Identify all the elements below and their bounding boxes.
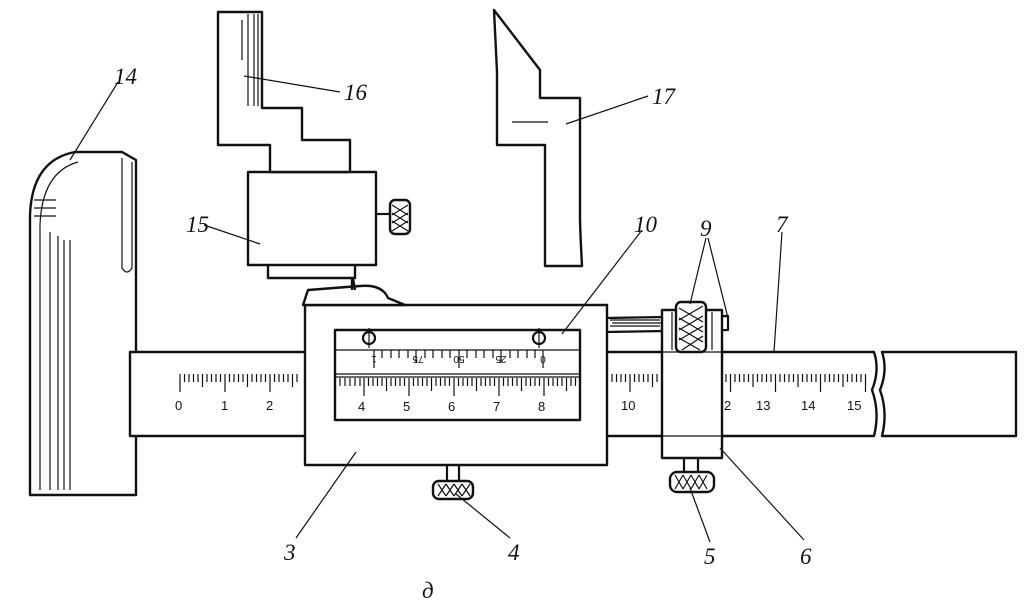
part-17-label: 17 [652, 84, 677, 109]
part-3-label: 3 [283, 540, 296, 565]
scale-ticks-mid: 10 [611, 374, 658, 413]
scale-ticks-right: 2 13 14 15 [724, 374, 867, 413]
upper-holder-part-15 [246, 170, 412, 307]
part-9-label: 9 [700, 216, 712, 241]
separate-jaw-part-17 [492, 8, 584, 268]
part-15-label: 15 [186, 212, 209, 237]
beam-number: 2 [724, 398, 731, 413]
vernier-number: 1 [371, 353, 377, 364]
leader-lines [69, 75, 805, 543]
beam-number: 0 [175, 398, 182, 413]
window-number: 4 [358, 399, 365, 414]
part-6-label: 6 [800, 544, 812, 569]
beam-number: 1 [221, 398, 228, 413]
window-number: 6 [448, 399, 455, 414]
vernier-number: 50 [453, 353, 465, 364]
slider-frame-part-3 [303, 303, 609, 467]
clamp-screw-part-5 [668, 458, 716, 494]
part-7-label: 7 [776, 212, 789, 237]
window-number: 7 [493, 399, 500, 414]
anvil-base-part-14 [28, 150, 138, 497]
vernier-number: 75 [412, 353, 424, 364]
figure-caption: д [422, 578, 434, 603]
window-number: 5 [403, 399, 410, 414]
scale-ticks-left [179, 374, 298, 392]
window-number: 8 [538, 399, 545, 414]
part-10-label: 10 [634, 212, 658, 237]
callout-labels: 14 16 17 15 10 9 7 3 4 5 6 [114, 64, 812, 569]
upper-jaw-part-16 [216, 10, 352, 174]
part-14-label: 14 [114, 64, 137, 89]
beam-number: 10 [621, 398, 635, 413]
fine-adjust-nut-part-9 [674, 300, 708, 354]
vernier-number: 25 [495, 353, 507, 364]
scale-numbers-left: 0 1 2 [175, 398, 273, 413]
beam-number: 15 [847, 398, 861, 413]
window-scale: 4 5 6 7 8 [339, 378, 577, 414]
beam-number: 14 [801, 398, 815, 413]
beam-number: 13 [756, 398, 770, 413]
part-4-label: 4 [508, 540, 520, 565]
vernier-plate-part-10: 1 75 50 25 0 [361, 328, 547, 368]
vernier-number: 0 [540, 353, 546, 364]
part-5-label: 5 [704, 544, 716, 569]
lock-screw-part-4 [431, 465, 475, 501]
beam-number: 2 [266, 398, 273, 413]
part-16-label: 16 [344, 80, 368, 105]
